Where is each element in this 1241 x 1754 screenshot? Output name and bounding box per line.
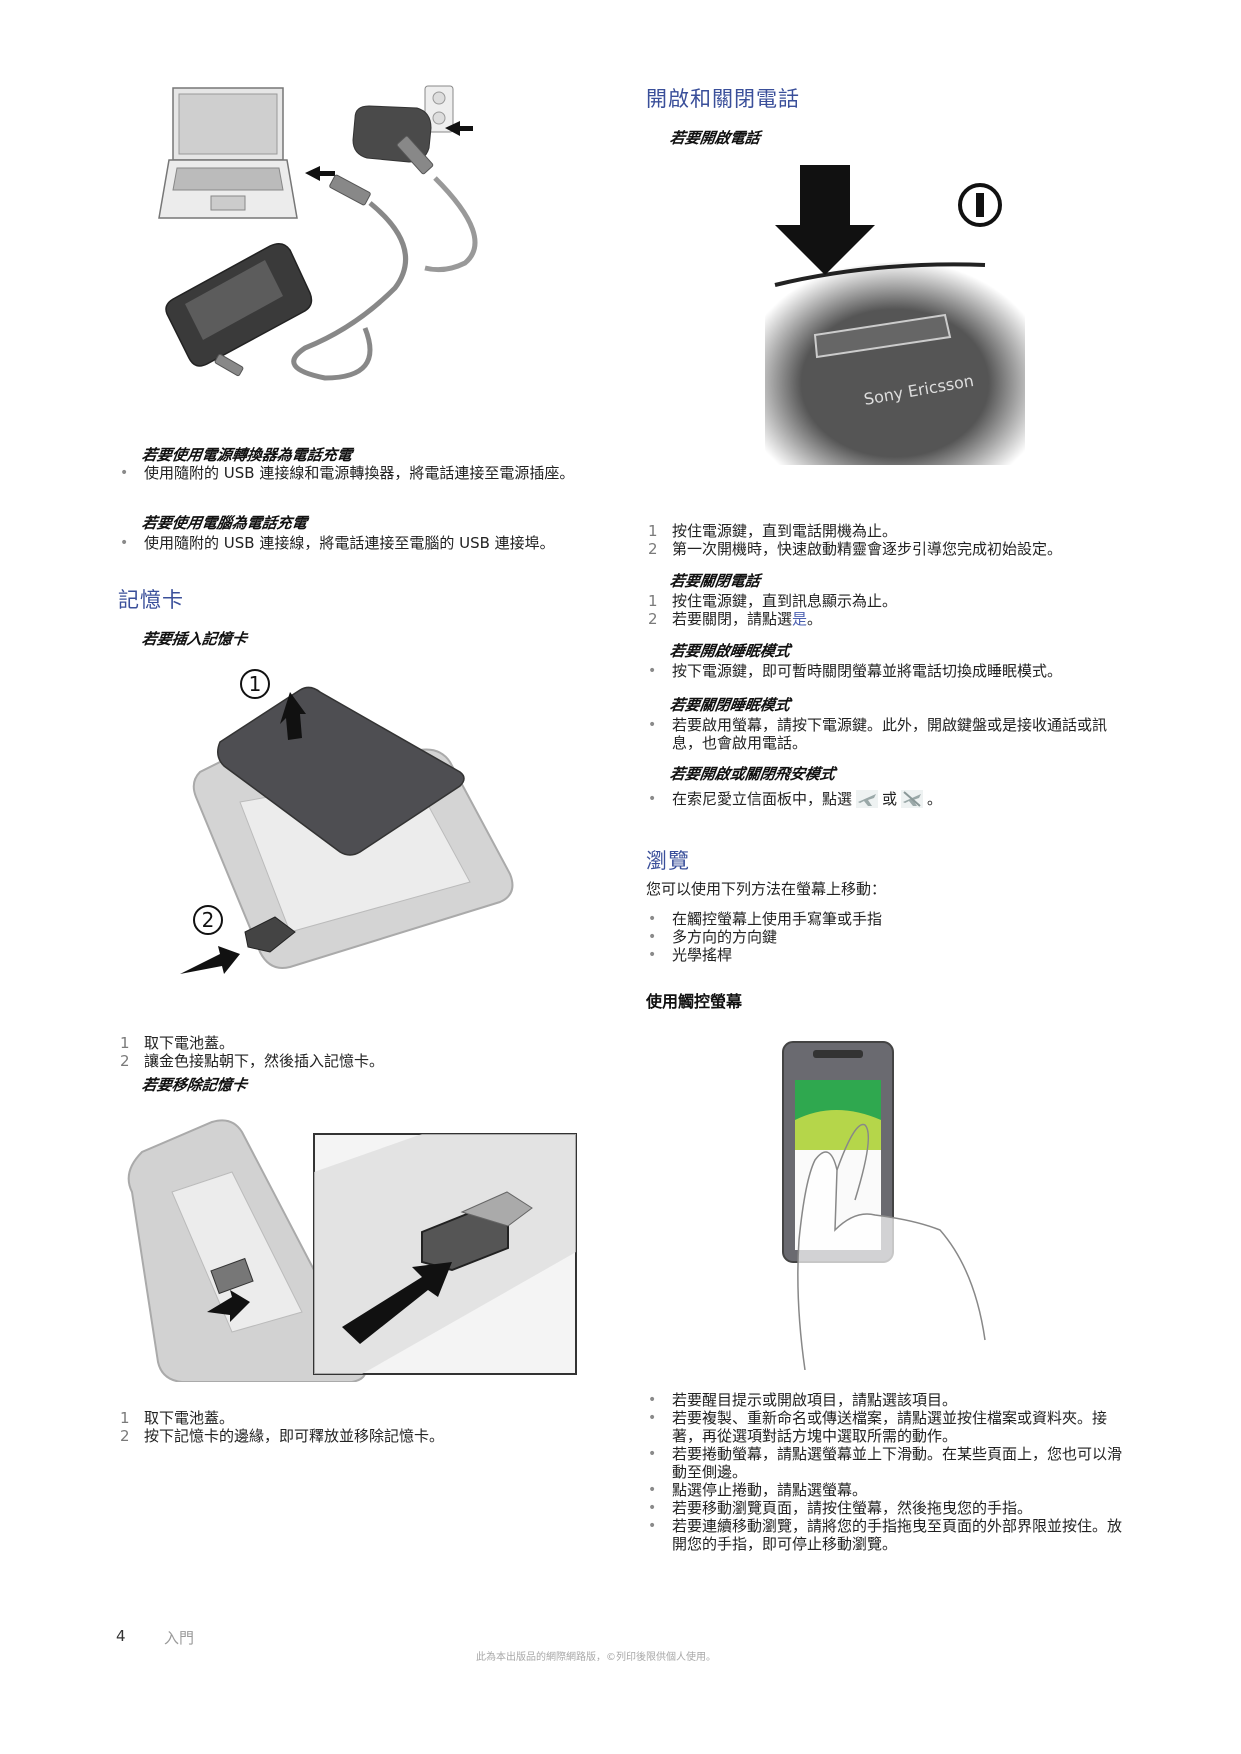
laptop-icon bbox=[158, 87, 298, 219]
power-key-diagram: Sony Ericsson bbox=[755, 165, 1035, 465]
sleep-on-title: 若要開啟睡眠模式 bbox=[668, 642, 792, 660]
flight-mode-on-icon[interactable] bbox=[856, 790, 879, 808]
page-number: 4 bbox=[116, 1627, 126, 1645]
charge-adapter-title: 若要使用電源轉換器為電話充電 bbox=[140, 446, 354, 464]
navigation-intro: 您可以使用下列方法在螢幕上移動： bbox=[646, 880, 887, 898]
yes-option-link[interactable]: 是 bbox=[792, 610, 808, 628]
charging-diagram bbox=[155, 78, 555, 388]
power-on-title: 若要開啟電話 bbox=[668, 129, 762, 147]
navigation-heading: 瀏覽 bbox=[646, 849, 690, 873]
flight-mode-off-icon[interactable] bbox=[901, 790, 924, 808]
list-item: 使用隨附的 USB 連接線和電源轉換器，將電話連接至電源插座。 bbox=[118, 464, 588, 482]
list-item: 若要移動瀏覽頁面，請按住螢幕，然後拖曳您的手指。 bbox=[646, 1499, 1131, 1517]
list-item: 光學搖桿 bbox=[646, 946, 1126, 964]
sleep-off-title: 若要關閉睡眠模式 bbox=[668, 696, 792, 714]
copyright-notice: 此為本出版品的網際網路版，©列印後限供個人使用。 bbox=[476, 1652, 716, 1663]
charge-computer-title: 若要使用電腦為電話充電 bbox=[140, 514, 309, 532]
touchscreen-heading: 使用觸控螢幕 bbox=[646, 992, 743, 1011]
charge-computer-list: 使用隨附的 USB 連接線，將電話連接至電腦的 USB 連接埠。 bbox=[118, 534, 618, 552]
list-item: 使用隨附的 USB 連接線，將電話連接至電腦的 USB 連接埠。 bbox=[118, 534, 618, 552]
sleep-off-list: 若要啟用螢幕，請按下電源鍵。此外，開啟鍵盤或是接收通話或訊息，也會啟用電話。 bbox=[646, 716, 1131, 752]
list-item: 若要醒目提示或開啟項目，請點選該項目。 bbox=[646, 1391, 1131, 1409]
insert-card-title: 若要插入記憶卡 bbox=[140, 630, 249, 648]
remove-card-title: 若要移除記憶卡 bbox=[140, 1076, 249, 1094]
touchscreen-list: 若要醒目提示或開啟項目，請點選該項目。 若要複製、重新命名或傳送檔案，請點選並按… bbox=[646, 1391, 1131, 1553]
flight-mode-title: 若要開啟或關閉飛安模式 bbox=[668, 765, 837, 783]
list-item: 若要複製、重新命名或傳送檔案，請點選並按住檔案或資料夾。接著，再從選項對話方塊中… bbox=[646, 1409, 1131, 1445]
step-2-label: 2 bbox=[202, 908, 215, 932]
memory-card-heading: 記憶卡 bbox=[118, 588, 184, 612]
step-1-label: 1 bbox=[249, 672, 262, 696]
list-item: 在觸控螢幕上使用手寫筆或手指 bbox=[646, 910, 1126, 928]
list-item: 在索尼愛立信面板中，點選或。 bbox=[646, 790, 1136, 808]
section-name: 入門 bbox=[164, 1629, 195, 1647]
insert-memory-card-diagram: 1 2 bbox=[180, 662, 520, 982]
sleep-on-list: 按下電源鍵，即可暫時關閉螢幕並將電話切換成睡眠模式。 bbox=[646, 662, 1136, 680]
navigation-methods: 在觸控螢幕上使用手寫筆或手指 多方向的方向鍵 光學搖桿 bbox=[646, 910, 1126, 964]
power-off-title: 若要關閉電話 bbox=[668, 572, 762, 590]
remove-memory-card-diagram bbox=[122, 1112, 582, 1383]
list-item: 多方向的方向鍵 bbox=[646, 928, 1126, 946]
power-icon bbox=[958, 183, 1002, 227]
list-item: 若要啟用螢幕，請按下電源鍵。此外，開啟鍵盤或是接收通話或訊息，也會啟用電話。 bbox=[646, 716, 1131, 752]
power-heading: 開啟和關閉電話 bbox=[646, 87, 800, 111]
touchscreen-diagram bbox=[775, 1040, 990, 1371]
list-item: 若要連續移動瀏覽，請將您的手指拖曳至頁面的外部界限並按住。放開您的手指，即可停止… bbox=[646, 1517, 1131, 1553]
list-item: 點選停止捲動，請點選螢幕。 bbox=[646, 1481, 1131, 1499]
phone-icon bbox=[165, 243, 313, 367]
list-item: 按下電源鍵，即可暫時關閉螢幕並將電話切換成睡眠模式。 bbox=[646, 662, 1136, 680]
list-item: 若要捲動螢幕，請點選螢幕並上下滑動。在某些頁面上，您也可以滑動至側邊。 bbox=[646, 1445, 1131, 1481]
flight-mode-list: 在索尼愛立信面板中，點選或。 bbox=[646, 790, 1136, 808]
charge-adapter-list: 使用隨附的 USB 連接線和電源轉換器，將電話連接至電源插座。 bbox=[118, 464, 588, 482]
